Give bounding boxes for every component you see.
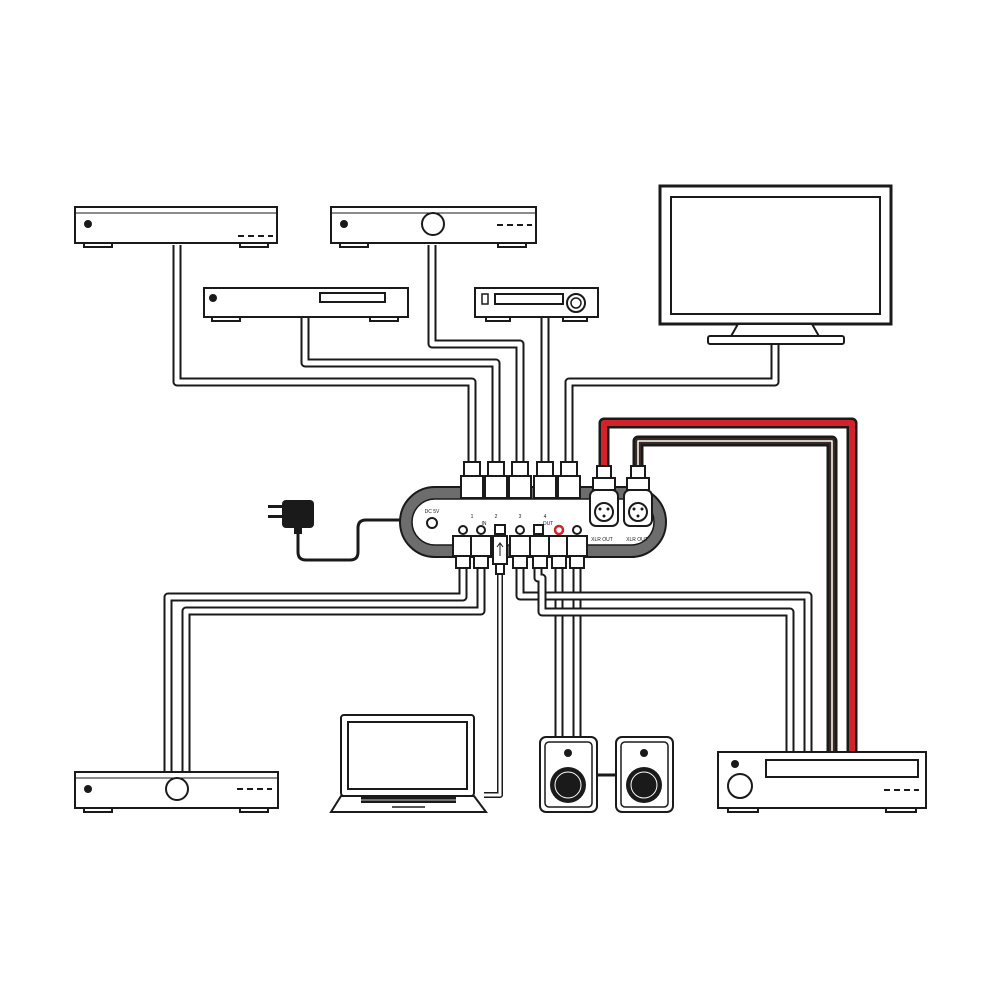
xlr-plugs [589,465,653,527]
optical-plug [529,535,551,569]
display [658,184,893,345]
hub-port-number-3: 3 [519,514,522,520]
rca-plug-2 [470,535,492,569]
hub-label-xlr-2: XLR OUT [626,537,648,543]
rca-plug-white [566,535,588,569]
hub-label-dc: DC 5V [425,509,440,515]
optical-port[interactable] [533,524,544,535]
hub-label-in: IN [482,521,487,527]
hdmi-plug-4 [533,461,557,499]
rca-jack-white[interactable] [572,525,582,535]
hdmi-plug-2 [484,461,508,499]
rca-jack-3[interactable] [515,525,525,535]
xlr-plug-1 [589,465,619,527]
rca-jack-1[interactable] [458,525,468,535]
speakers [539,736,674,813]
laptop [329,714,488,813]
rca-jack-2[interactable] [476,525,486,535]
rca-jack-red[interactable] [553,524,565,536]
source-player-3 [203,287,409,322]
hub-port-number-4: 4 [544,514,547,520]
amplifier [717,751,927,813]
usb-plug [492,535,508,575]
hub-port-number-2: 2 [495,514,498,520]
output-player [74,771,279,813]
blu-ray-player-icon [74,206,278,244]
cable-power [296,518,420,562]
dc-jack[interactable] [426,517,438,529]
source-player-2 [330,206,537,248]
laptop-icon [329,714,488,813]
hub-port-number-1: 1 [471,514,474,520]
hdmi-plug-3 [508,461,532,499]
hdmi-plugs-top [460,461,581,499]
speaker-icon [539,736,616,813]
hub-label-xlr-1: XLR OUT [591,537,613,543]
usb-port[interactable] [494,524,506,535]
rca-plug-3 [509,535,531,569]
source-player-4 [474,287,599,322]
hub-label-out: OUT [543,521,554,527]
hdmi-plug-out [557,461,581,499]
speaker-icon [615,736,674,813]
bottom-plugs [452,535,588,575]
cables [163,245,858,798]
hdmi-plug-1 [460,461,484,499]
source-player-1 [74,206,278,248]
xlr-plug-2 [623,465,653,527]
cable-usb-laptop [484,575,503,798]
